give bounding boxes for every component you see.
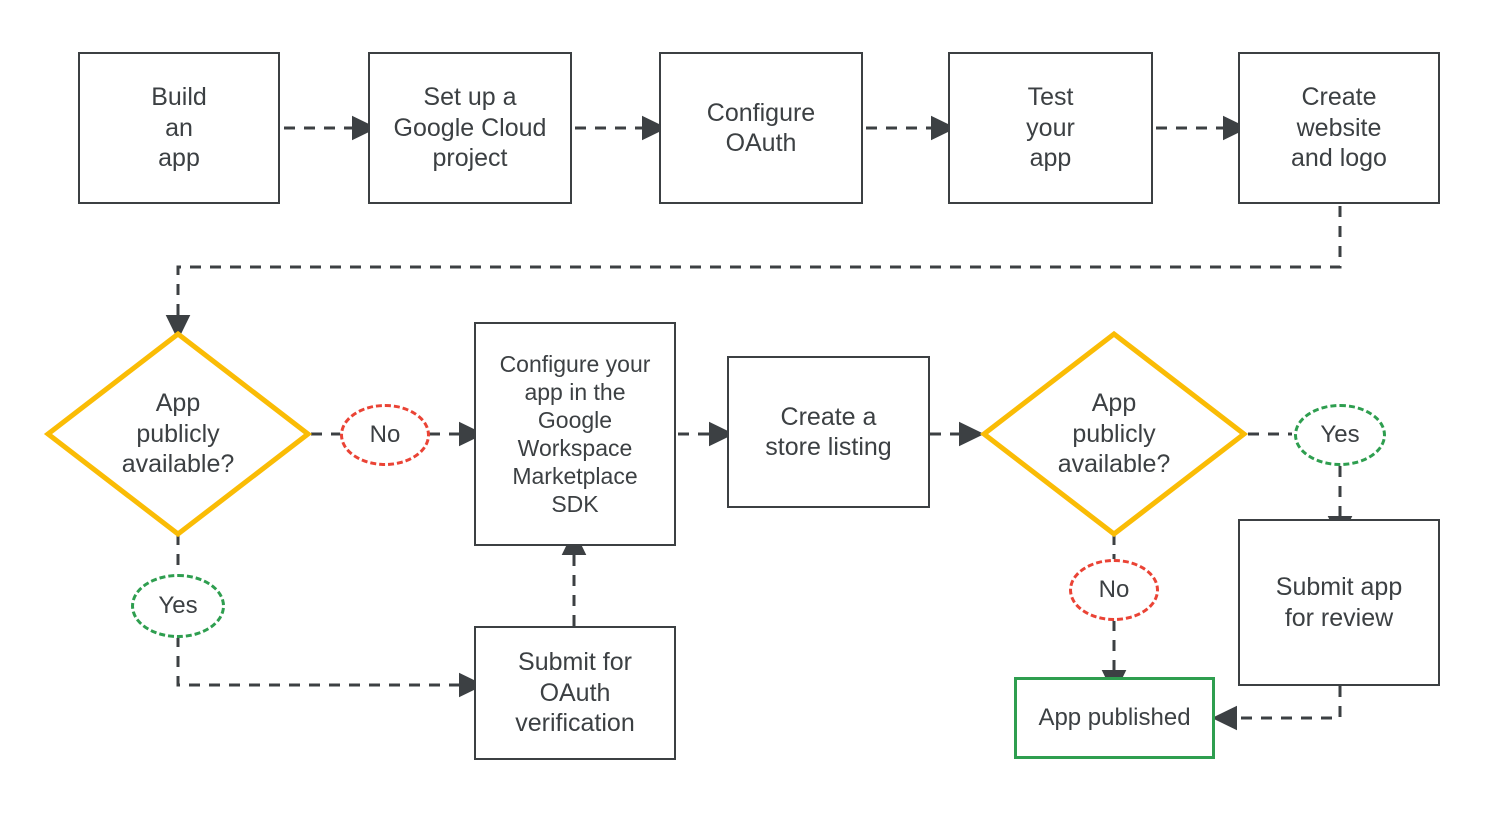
node-label: Submit for OAuth verification: [515, 648, 635, 738]
node-label: Test your app: [1026, 83, 1075, 173]
node-test-your-app[interactable]: Test your app: [948, 52, 1153, 204]
edge-label-text: Yes: [158, 592, 198, 619]
diamond-shape: [43, 330, 313, 538]
decision-app-publicly-available-left[interactable]: App publicly available?: [43, 330, 313, 538]
edge-label-text: No: [1098, 576, 1130, 603]
node-label: Configure your app in the Google Workspa…: [499, 350, 651, 518]
node-create-website-and-logo[interactable]: Create website and logo: [1238, 52, 1440, 204]
node-label: Submit app for review: [1275, 573, 1403, 632]
node-label: Create website and logo: [1291, 83, 1387, 173]
diamond-shape: [979, 330, 1249, 538]
node-submit-app-for-review[interactable]: Submit app for review: [1238, 519, 1440, 686]
node-create-a-store-listing[interactable]: Create a store listing: [727, 356, 930, 508]
edge-label-text: Yes: [1320, 421, 1360, 448]
node-label: Create a store listing: [765, 402, 892, 462]
edge-label-left-yes: Yes: [131, 574, 225, 638]
node-app-published[interactable]: App published: [1014, 677, 1215, 759]
node-set-up-google-cloud-project[interactable]: Set up a Google Cloud project: [368, 52, 572, 204]
edge-label-right-no: No: [1069, 559, 1159, 621]
edge-website-to-decision-left: [165, 206, 1342, 341]
edge-label-text: No: [369, 421, 401, 448]
node-configure-app-marketplace-sdk[interactable]: Configure your app in the Google Workspa…: [474, 322, 676, 546]
edge-label-left-no: No: [340, 404, 430, 466]
node-label: Build an app: [151, 83, 207, 173]
node-label: App published: [1038, 704, 1191, 732]
node-configure-oauth[interactable]: Configure OAuth: [659, 52, 863, 204]
node-submit-for-oauth-verification[interactable]: Submit for OAuth verification: [474, 626, 676, 760]
node-build-an-app[interactable]: Build an app: [78, 52, 280, 204]
edge-decision-left-yes-b: [176, 636, 485, 698]
decision-label: App publicly available?: [1057, 389, 1171, 479]
node-label: Configure OAuth: [706, 98, 816, 158]
decision-app-publicly-available-right[interactable]: App publicly available?: [979, 330, 1249, 538]
node-label: Set up a Google Cloud project: [393, 83, 547, 173]
edge-submit-review-to-app-published: [1211, 686, 1342, 731]
decision-label: App publicly available?: [121, 389, 235, 479]
edge-label-right-yes: Yes: [1294, 404, 1386, 466]
